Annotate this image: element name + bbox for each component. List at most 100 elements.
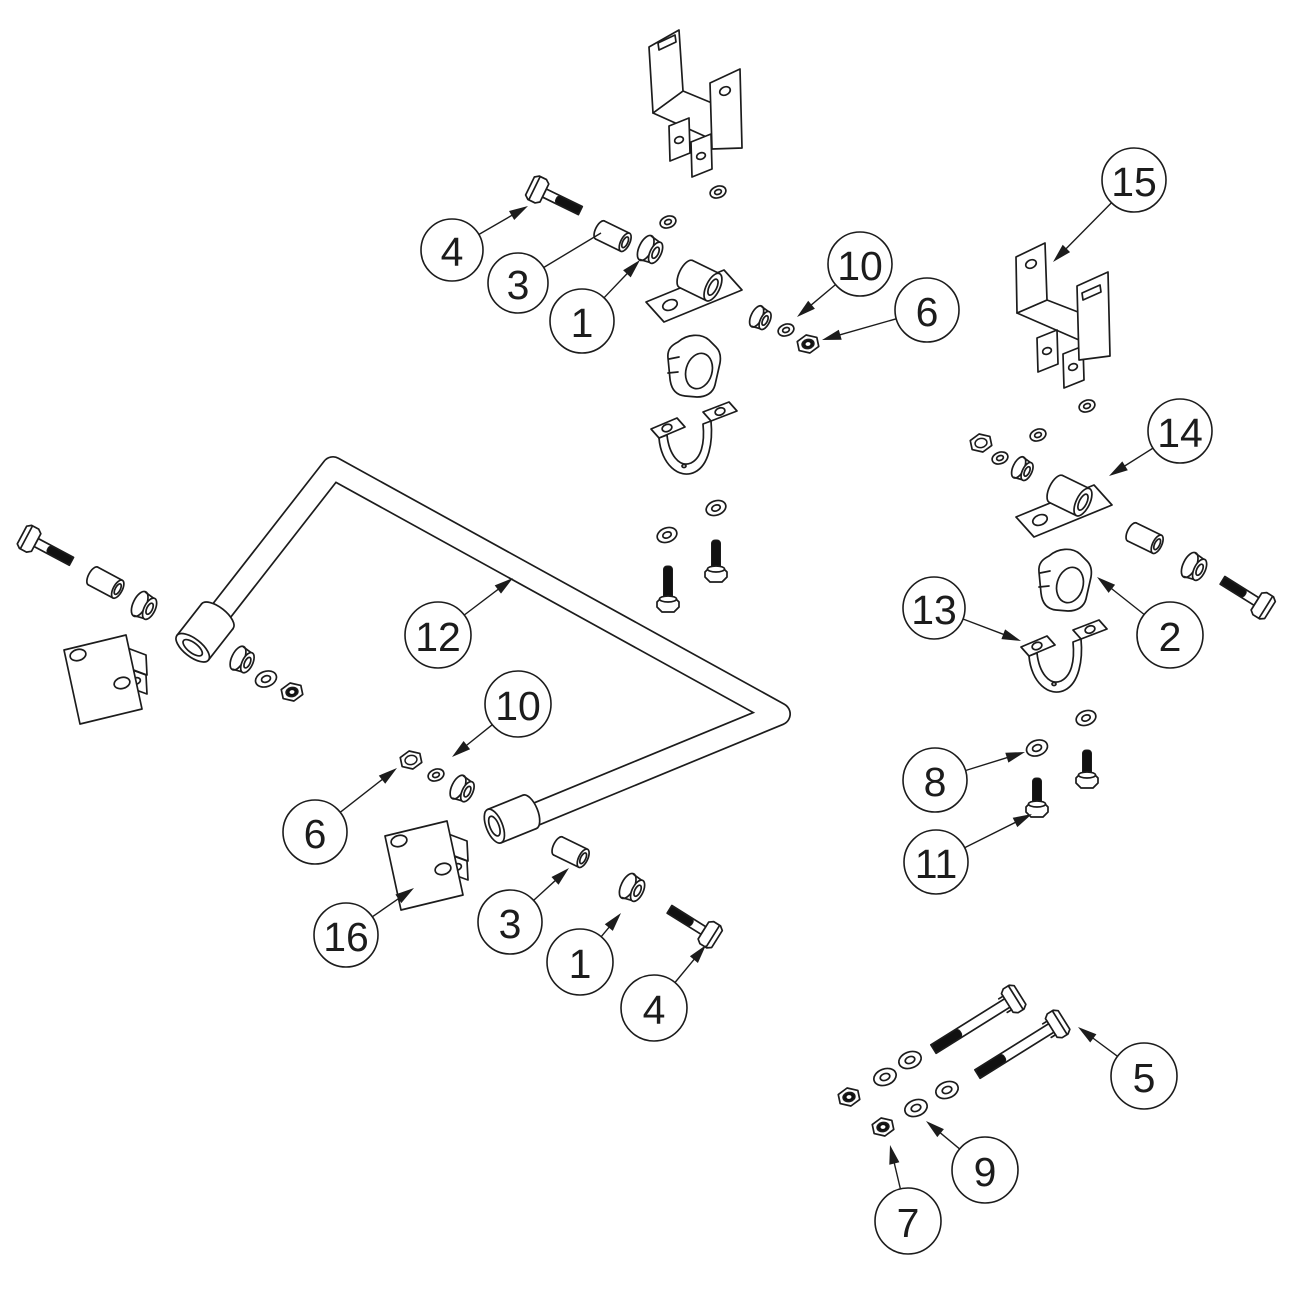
callout-number: 1 bbox=[569, 941, 592, 987]
callout-10: 10 bbox=[797, 231, 893, 317]
hex-bolt bbox=[666, 904, 724, 949]
callout-number: 6 bbox=[304, 811, 327, 857]
callout-number: 2 bbox=[1159, 614, 1182, 660]
callout-3: 3 bbox=[477, 868, 569, 955]
callout-16: 16 bbox=[313, 888, 414, 968]
callout-13: 13 bbox=[902, 576, 1021, 641]
frame-plate-bracket bbox=[384, 820, 469, 911]
washer bbox=[904, 1098, 928, 1118]
callout-number: 3 bbox=[507, 262, 530, 308]
washer-small bbox=[777, 323, 795, 337]
bar-bushing-block bbox=[1038, 548, 1093, 612]
lock-nut bbox=[837, 1087, 861, 1107]
end-link-bracket bbox=[1015, 474, 1113, 538]
callout-9: 9 bbox=[926, 1121, 1019, 1204]
callout-number: 4 bbox=[441, 229, 464, 275]
callout-15: 15 bbox=[1053, 147, 1167, 262]
washer bbox=[873, 1067, 897, 1087]
callout-14: 14 bbox=[1109, 398, 1213, 476]
hex-bolt bbox=[524, 175, 584, 216]
washer-small bbox=[1078, 399, 1096, 413]
washer bbox=[656, 526, 678, 544]
saddle-clamp bbox=[1020, 619, 1108, 693]
washer-small bbox=[659, 215, 677, 229]
callout-6: 6 bbox=[822, 277, 960, 343]
clamp-bolt bbox=[1025, 777, 1049, 818]
callout-number: 11 bbox=[915, 841, 958, 887]
frame-bolt-long bbox=[929, 984, 1027, 1055]
callout-1: 1 bbox=[549, 260, 640, 354]
callout-4: 4 bbox=[620, 945, 706, 1042]
bushing bbox=[636, 234, 664, 265]
washer-small bbox=[991, 451, 1009, 465]
bar-end-tube bbox=[483, 794, 541, 844]
spacer-sleeve bbox=[551, 835, 590, 869]
callout-number: 13 bbox=[911, 587, 957, 633]
callout-number: 1 bbox=[571, 300, 594, 346]
lock-nut bbox=[280, 682, 304, 702]
lock-nut bbox=[399, 750, 423, 770]
spacer-sleeve bbox=[593, 219, 632, 253]
lock-nut bbox=[969, 433, 993, 453]
hex-bolt bbox=[1219, 575, 1277, 620]
callout-number: 4 bbox=[643, 987, 666, 1033]
callout-7: 7 bbox=[874, 1145, 942, 1255]
callout-8: 8 bbox=[902, 747, 1025, 813]
callout-10: 10 bbox=[452, 670, 552, 757]
lock-nut bbox=[871, 1117, 895, 1137]
callout-number: 6 bbox=[916, 289, 939, 335]
bushing bbox=[229, 645, 255, 674]
callout-5: 5 bbox=[1078, 1027, 1178, 1110]
callout-number: 14 bbox=[1157, 410, 1203, 456]
end-link-bracket bbox=[645, 259, 743, 323]
bushing bbox=[618, 872, 646, 903]
washer-small bbox=[427, 768, 445, 782]
callout-number: 10 bbox=[495, 683, 541, 729]
callout-number: 8 bbox=[924, 759, 947, 805]
frame-plate-bracket bbox=[63, 634, 148, 725]
washer-small bbox=[1029, 428, 1047, 442]
bar-end-tube bbox=[175, 601, 235, 663]
parts-layer bbox=[16, 29, 1277, 1137]
washer-small bbox=[709, 185, 727, 199]
washer bbox=[1075, 709, 1097, 727]
callout-4: 4 bbox=[420, 206, 528, 282]
saddle-clamp bbox=[650, 401, 738, 475]
callout-number: 15 bbox=[1111, 159, 1157, 205]
frame-bracket bbox=[648, 29, 743, 178]
callout-number: 9 bbox=[974, 1149, 997, 1195]
callout-number: 10 bbox=[837, 243, 883, 289]
callout-11: 11 bbox=[903, 814, 1032, 895]
bar-bushing-block bbox=[667, 334, 722, 398]
callout-1: 1 bbox=[546, 913, 621, 996]
bushing bbox=[748, 304, 772, 331]
spacer-sleeve bbox=[1125, 521, 1164, 555]
washer bbox=[935, 1080, 959, 1100]
hex-bolt bbox=[16, 524, 75, 567]
callout-number: 7 bbox=[897, 1200, 920, 1246]
washer bbox=[898, 1050, 922, 1070]
washer bbox=[1025, 739, 1049, 757]
clamp-bolt bbox=[704, 539, 728, 583]
callout-12: 12 bbox=[404, 578, 513, 669]
callout-number: 5 bbox=[1133, 1055, 1156, 1101]
callout-2: 2 bbox=[1097, 577, 1204, 669]
sway-bar bbox=[195, 456, 791, 834]
callout-3: 3 bbox=[487, 232, 602, 314]
frame-bolt-long bbox=[973, 1009, 1071, 1080]
clamp-bolt bbox=[1075, 749, 1099, 789]
washer bbox=[705, 499, 727, 517]
washer bbox=[254, 670, 278, 688]
clamp-bolt bbox=[656, 565, 680, 613]
frame-bracket bbox=[1015, 242, 1111, 389]
callout-number: 16 bbox=[323, 914, 369, 960]
callout-number: 12 bbox=[415, 614, 461, 660]
bushing bbox=[1180, 551, 1208, 582]
bushing bbox=[1010, 455, 1034, 482]
bushing bbox=[449, 774, 475, 803]
callout-6: 6 bbox=[282, 768, 397, 865]
